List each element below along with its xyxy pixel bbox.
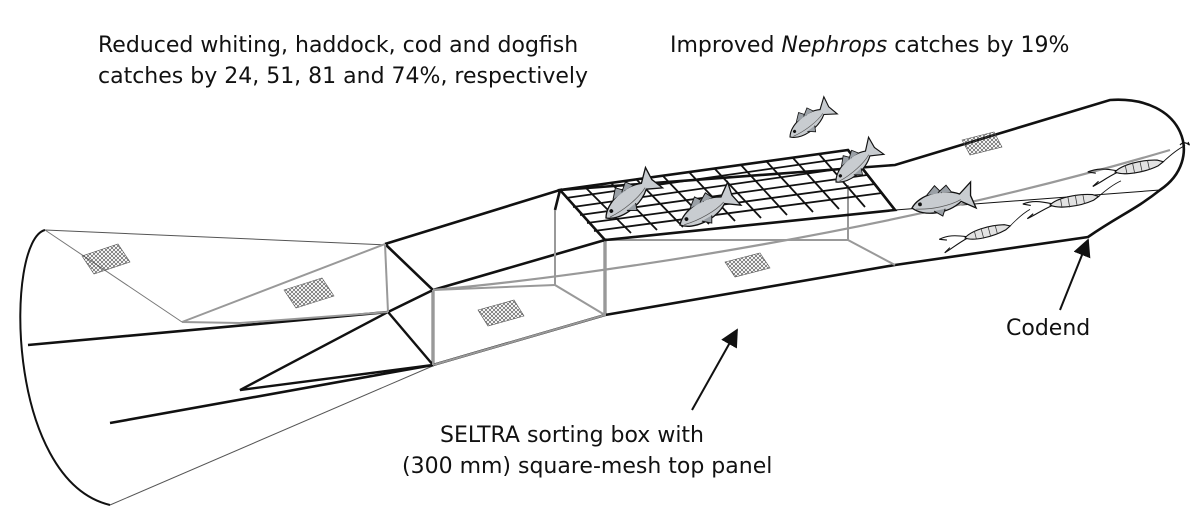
net-mouth bbox=[19, 229, 436, 506]
fish-icon bbox=[907, 177, 977, 223]
seltra-line-2: (300 mm) square-mesh top panel bbox=[402, 454, 773, 479]
reduced-catch-annotation: Reduced whiting, haddock, cod and dogfis… bbox=[98, 30, 588, 92]
improved-suffix: catches by 19% bbox=[887, 33, 1070, 58]
arrow-icon bbox=[691, 328, 738, 411]
seltra-annotation: SELTRA sorting box with (300 mm) square-… bbox=[402, 420, 773, 482]
improved-species: Nephrops bbox=[781, 33, 888, 58]
improved-catch-annotation: Improved Nephrops catches by 19% bbox=[670, 30, 1069, 61]
codend-label: Codend bbox=[1006, 316, 1091, 341]
reduced-line-1: Reduced whiting, haddock, cod and dogfis… bbox=[98, 33, 579, 58]
fish-icon bbox=[825, 134, 886, 192]
mesh-patch-icon bbox=[81, 131, 1003, 327]
improved-prefix: Improved bbox=[670, 33, 782, 58]
reduced-line-2: catches by 24, 51, 81 and 74%, respectiv… bbox=[98, 64, 589, 89]
seltra-line-1: SELTRA sorting box with bbox=[439, 423, 704, 448]
nephrops-icon bbox=[1086, 144, 1191, 188]
net-inner-lines bbox=[181, 148, 1171, 366]
arrow-icon bbox=[1059, 238, 1091, 311]
codend-tie bbox=[1179, 141, 1190, 146]
fish-icon bbox=[780, 93, 839, 147]
